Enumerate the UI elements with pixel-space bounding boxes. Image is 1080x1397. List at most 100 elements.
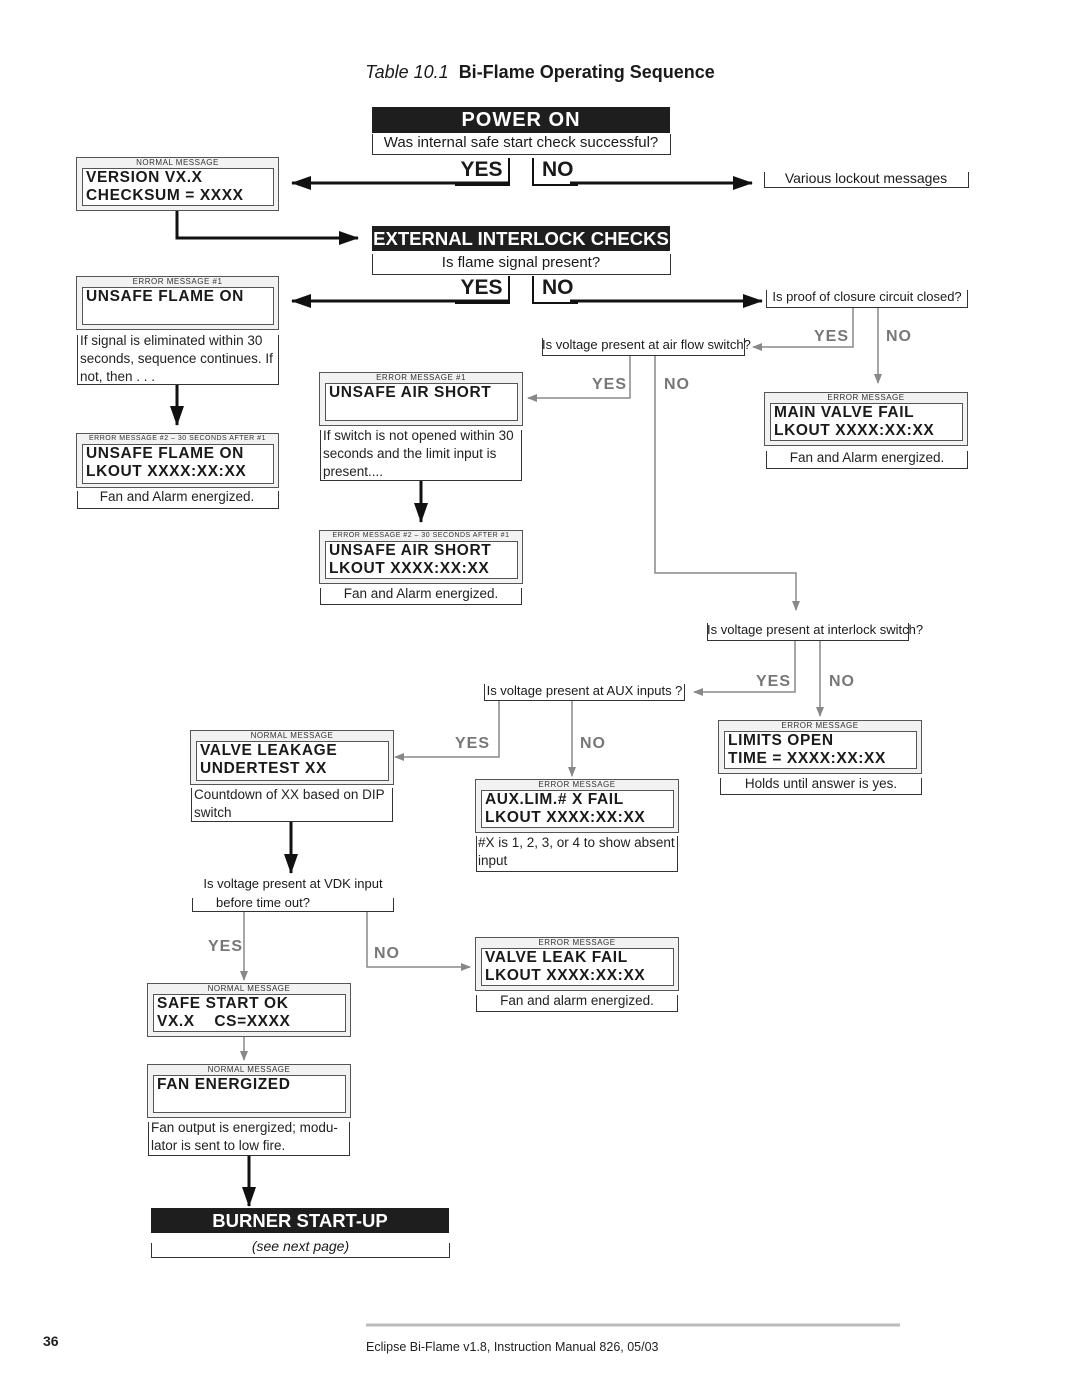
power-on-banner: POWER ON [372, 107, 670, 133]
limits-open-box: ERROR MESSAGE LIMITS OPEN TIME = XXXX:XX… [718, 720, 922, 774]
footer-text: Eclipse Bi-Flame v1.8, Instruction Manua… [366, 1340, 659, 1354]
closure-question-bracket [766, 290, 968, 308]
power-on-no: NO [532, 158, 578, 186]
aux-fail-note-bracket [476, 836, 678, 872]
lcd-line-1: FAN ENERGIZED [157, 1076, 291, 1093]
aux-question: Is voltage present at AUX inputs ? [486, 683, 683, 698]
see-next-page: (see next page) [251, 1238, 350, 1254]
valve-leak-fail-box: ERROR MESSAGE VALVE LEAK FAIL LKOUT XXXX… [475, 937, 679, 991]
lockout-note-bracket [764, 172, 969, 188]
vdk-no: NO [374, 945, 400, 962]
lcd-line-1: VALVE LEAKAGE [200, 742, 338, 759]
valve-leak-fail-note-bracket [476, 995, 678, 1012]
aux-fail-box: ERROR MESSAGE AUX.LIM.# X FAIL LKOUT XXX… [475, 779, 679, 833]
lcd-line-2: LKOUT XXXX:XX:XX [485, 809, 646, 826]
valve-leakage-box: NORMAL MESSAGE VALVE LEAKAGE UNDERTEST X… [190, 730, 394, 785]
flame-no: NO [532, 276, 578, 304]
table-caption: Bi-Flame Operating Sequence [458, 62, 715, 82]
unsafe-flame-note: If signal is eliminated within 30 second… [80, 333, 273, 384]
unsafe-air-lockout-box: ERROR MESSAGE #2 – 30 SECONDS AFTER #1 U… [319, 530, 523, 584]
unsafe-air-note-bracket [320, 430, 522, 481]
lcd-line-2: TIME = XXXX:XX:XX [728, 750, 886, 767]
burner-startup-banner: BURNER START-UP [151, 1208, 449, 1233]
main-valve-fail-box: ERROR MESSAGE MAIN VALVE FAIL LKOUT XXXX… [764, 392, 968, 446]
aux-yes: YES [455, 735, 491, 752]
vdk-yes: YES [208, 938, 244, 955]
air-flow-no: NO [664, 376, 690, 393]
main-valve-note: Fan and Alarm energized. [789, 450, 945, 465]
air-flow-yes: YES [592, 376, 628, 393]
aux-question-bracket [484, 684, 685, 701]
safe-start-box: NORMAL MESSAGE SAFE START OK VX.X CS=XXX… [147, 983, 351, 1037]
fan-energized-note-bracket [148, 1122, 350, 1156]
lockout-note: Various lockout messages [784, 170, 948, 186]
power-on-question-bracket [372, 134, 671, 155]
lcd-line-2: LKOUT XXXX:XX:XX [86, 463, 247, 480]
vdk-question-line2: before time out? [216, 895, 310, 910]
message-header: NORMAL MESSAGE [207, 984, 291, 993]
message-header: ERROR MESSAGE [781, 721, 859, 730]
message-header: NORMAL MESSAGE [136, 158, 219, 167]
power-on-yes: YES [455, 158, 510, 186]
page-number: 36 [43, 1333, 59, 1349]
closure-question: Is proof of closure circuit closed? [772, 289, 962, 304]
unsafe-air-lockout-note-bracket [320, 588, 522, 605]
valve-leakage-note: Countdown of XX based on DIP switch [194, 787, 385, 820]
closure-no: NO [886, 328, 912, 345]
message-header: NORMAL MESSAGE [207, 1065, 291, 1074]
unsafe-flame-lockout-box: ERROR MESSAGE #2 – 30 SECONDS AFTER #1 U… [76, 433, 279, 488]
message-header: ERROR MESSAGE [538, 780, 616, 789]
version-message-box: NORMAL MESSAGE VERSION VX.X CHECKSUM = X… [76, 157, 279, 211]
flame-question: Is flame signal present? [441, 254, 601, 271]
message-header: ERROR MESSAGE #2 – 30 SECONDS AFTER #1 [89, 435, 266, 442]
flame-question-bracket [372, 254, 671, 275]
closure-yes: YES [814, 328, 850, 345]
interlock-switch-no: NO [829, 673, 855, 690]
lcd-line-2: LKOUT XXXX:XX:XX [774, 422, 935, 439]
valve-leak-fail-note: Fan and alarm energized. [500, 993, 654, 1008]
message-header: ERROR MESSAGE [538, 938, 616, 947]
interlock-banner: EXTERNAL INTERLOCK CHECKS [372, 226, 670, 251]
unsafe-flame-lockout-note-bracket [77, 491, 279, 509]
unsafe-air-lockout-note: Fan and Alarm energized. [343, 586, 499, 601]
lcd-line-1: AUX.LIM.# X FAIL [485, 791, 624, 808]
valve-leakage-note-bracket [191, 788, 393, 822]
message-header: ERROR MESSAGE #1 [376, 373, 466, 382]
lcd-line-2: LKOUT XXXX:XX:XX [485, 967, 646, 984]
unsafe-flame-lockout-note: Fan and Alarm energized. [99, 489, 255, 504]
message-header: ERROR MESSAGE #1 [132, 277, 223, 286]
interlock-switch-question-bracket [707, 623, 909, 641]
table-number: Table 10.1 [365, 62, 449, 82]
power-on-question: Was internal safe start check successful… [383, 134, 659, 151]
unsafe-flame-note-bracket [77, 335, 279, 385]
fan-energized-box: NORMAL MESSAGE FAN ENERGIZED [147, 1064, 351, 1118]
aux-no: NO [580, 735, 606, 752]
main-valve-note-bracket [766, 451, 968, 469]
flame-yes: YES [455, 276, 510, 304]
lcd-line-1: UNSAFE AIR SHORT [329, 384, 492, 401]
air-flow-question: Is voltage present at air flow switch? [542, 337, 751, 352]
interlock-switch-question: Is voltage present at interlock switch? [707, 622, 924, 637]
aux-fail-note: #X is 1, 2, 3, or 4 to show absent input [478, 835, 675, 868]
message-header: ERROR MESSAGE [827, 393, 905, 402]
lcd-line-1: SAFE START OK [157, 995, 289, 1012]
unsafe-air-note: If switch is not opened within 30 second… [323, 428, 514, 479]
lcd-line-1: UNSAFE AIR SHORT [329, 542, 492, 559]
lcd-line-2: LKOUT XXXX:XX:XX [329, 560, 490, 577]
fan-energized-note: Fan output is energized; modu-lator is s… [151, 1120, 338, 1153]
lcd-line-1: VERSION VX.X [86, 169, 203, 186]
lcd-line-1: UNSAFE FLAME ON [86, 288, 244, 305]
vdk-question-bracket [192, 898, 394, 912]
unsafe-flame-message-box: ERROR MESSAGE #1 UNSAFE FLAME ON [76, 276, 279, 330]
lcd-line-2: CHECKSUM = XXXX [86, 187, 244, 204]
message-header: NORMAL MESSAGE [250, 731, 334, 740]
lcd-line-2: VX.X CS=XXXX [157, 1013, 291, 1030]
limits-open-note: Holds until answer is yes. [744, 776, 898, 791]
interlock-switch-yes: YES [756, 673, 792, 690]
air-flow-question-bracket [542, 338, 745, 356]
table-title: Table 10.1 Bi-Flame Operating Sequence [0, 62, 1080, 83]
lcd-line-1: MAIN VALVE FAIL [774, 404, 915, 421]
lcd-line-1: LIMITS OPEN [728, 732, 834, 749]
vdk-question-line1: Is voltage present at VDK input [203, 876, 383, 891]
lcd-line-1: VALVE LEAK FAIL [485, 949, 628, 966]
